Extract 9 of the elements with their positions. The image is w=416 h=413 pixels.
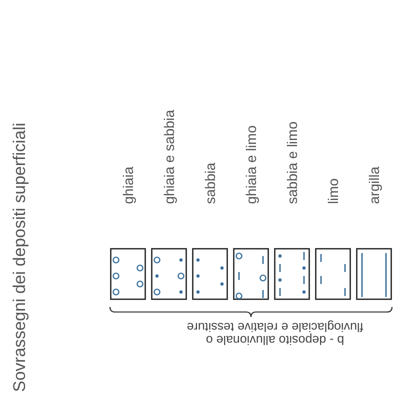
- title: Sovrassegni dei depositi superficiali: [10, 122, 30, 392]
- legend-label: sabbia e limo: [284, 122, 300, 204]
- legend-label: argilla: [366, 166, 382, 204]
- legend-label: limo: [325, 178, 341, 204]
- legend-label: ghiaia e sabbia: [161, 110, 177, 204]
- legend-label: ghiaia e limo: [243, 125, 259, 204]
- legend-label: ghiaia: [120, 166, 136, 204]
- legend-label: sabbia: [202, 162, 218, 204]
- group-caption: b - deposito alluvionale o fluvioglaciale e relative tessiture: [186, 320, 364, 346]
